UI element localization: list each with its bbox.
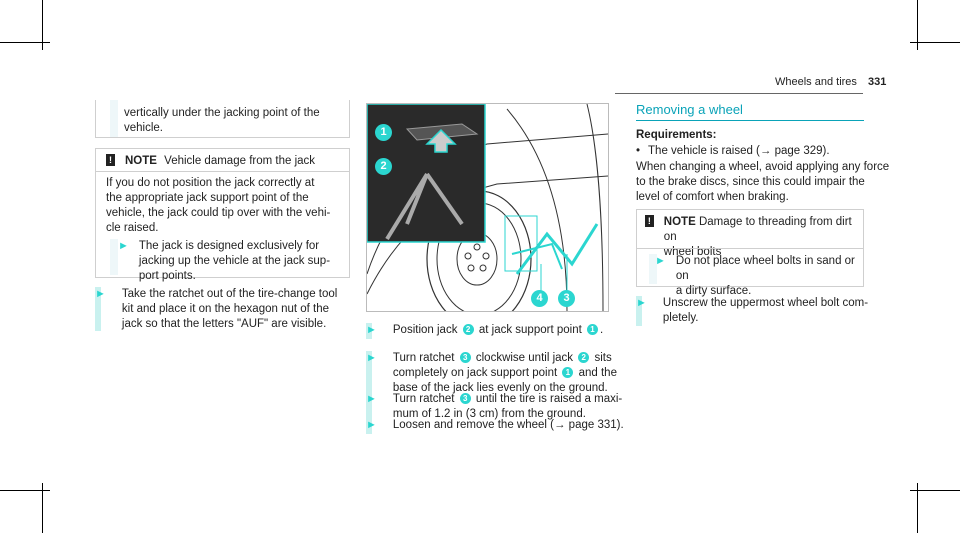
step-bar	[366, 392, 372, 422]
note-header: ! NOTE Damage to threading from dirt on …	[645, 215, 863, 260]
crop-mark	[917, 483, 918, 533]
step-bar	[95, 287, 101, 331]
note-box: ! NOTE Vehicle damage from the jack If yo…	[95, 148, 350, 282]
jack-illustration	[367, 104, 608, 311]
step-ratchet: ► Take the ratchet out of the tire-chang…	[95, 288, 338, 330]
step-position-jack: ► Position jack 2 at jack support point …	[366, 324, 604, 336]
step-turn-ratchet: ► Turn ratchet 3 clockwise until jack 2 …	[366, 352, 617, 394]
step-arrow-icon: ►	[366, 352, 377, 364]
section-title: Wheels and tires	[775, 76, 857, 88]
requirement-item: •The vehicle is raised (→ page 329).	[636, 145, 830, 157]
callout-ref: 1	[562, 367, 574, 379]
step-arrow-icon: ►	[366, 393, 377, 405]
jack-figure: 1 2 4 3	[366, 103, 609, 312]
note-label: NOTE	[125, 155, 157, 167]
note-header: ! NOTE Vehicle damage from the jack	[106, 154, 315, 169]
callout-ref: 3	[459, 393, 471, 405]
callout-ref: 3	[459, 352, 471, 364]
step-bar	[366, 418, 372, 434]
continuation-box: vertically under the jacking point of th…	[95, 100, 350, 138]
note-body: If you do not position the jack correctl…	[106, 177, 331, 234]
requirements-label: Requirements:	[636, 129, 717, 141]
step-unscrew-bolt: ► Unscrew the uppermost wheel bolt com- …	[636, 297, 869, 324]
step-arrow-icon: ►	[366, 324, 377, 336]
step-arrow-icon: ►	[366, 419, 377, 431]
indent-bar	[110, 239, 118, 275]
step-arrow-icon: ►	[95, 288, 106, 300]
crop-mark	[0, 490, 50, 491]
note-title: Vehicle damage from the jack	[164, 155, 316, 167]
note-box: ! NOTE Damage to threading from dirt on …	[636, 209, 864, 297]
step-arrow-icon: ►	[118, 240, 129, 252]
callout-ref: 2	[462, 324, 474, 336]
step-arrow-icon: ►	[655, 255, 666, 267]
note-divider	[96, 171, 349, 172]
callout-3: 3	[558, 290, 575, 307]
section-heading: Removing a wheel	[636, 102, 743, 117]
step-raise-tire: ► Turn ratchet 3 until the tire is raise…	[366, 393, 623, 420]
heading-rule	[636, 120, 864, 121]
note-step: ► The jack is designed exclusively for j…	[118, 240, 331, 282]
indent-bar	[649, 254, 657, 284]
indent-bar	[110, 100, 118, 137]
crop-mark	[910, 490, 960, 491]
note-step: ► Do not place wheel bolts in sand or on…	[655, 255, 855, 297]
page-number: 331	[868, 76, 887, 88]
step-arrow-icon: ►	[636, 297, 647, 309]
crop-mark	[910, 42, 960, 43]
note-label: NOTE	[663, 216, 696, 228]
step-remove-wheel: ► Loosen and remove the wheel (→ page 33…	[366, 419, 624, 431]
intro-paragraph: When changing a wheel, avoid applying an…	[636, 161, 890, 203]
callout-2: 2	[375, 158, 392, 175]
header-rule	[615, 93, 863, 94]
bullet: •	[636, 145, 641, 157]
continuation-text: vertically under the jacking point of th…	[124, 107, 320, 134]
step-bar	[366, 323, 372, 339]
note-divider	[637, 248, 863, 249]
callout-ref: 2	[578, 352, 590, 364]
running-header: Wheels and tires 331	[775, 75, 886, 89]
callout-ref: 1	[586, 324, 598, 336]
warning-icon: !	[645, 215, 654, 227]
callout-4: 4	[531, 290, 548, 307]
crop-mark	[0, 42, 50, 43]
warning-icon: !	[106, 154, 115, 166]
crop-mark	[917, 0, 918, 50]
step-bar	[366, 351, 372, 395]
step-bar	[636, 296, 642, 326]
callout-1: 1	[375, 124, 392, 141]
crop-mark	[42, 483, 43, 533]
crop-mark	[42, 0, 43, 50]
